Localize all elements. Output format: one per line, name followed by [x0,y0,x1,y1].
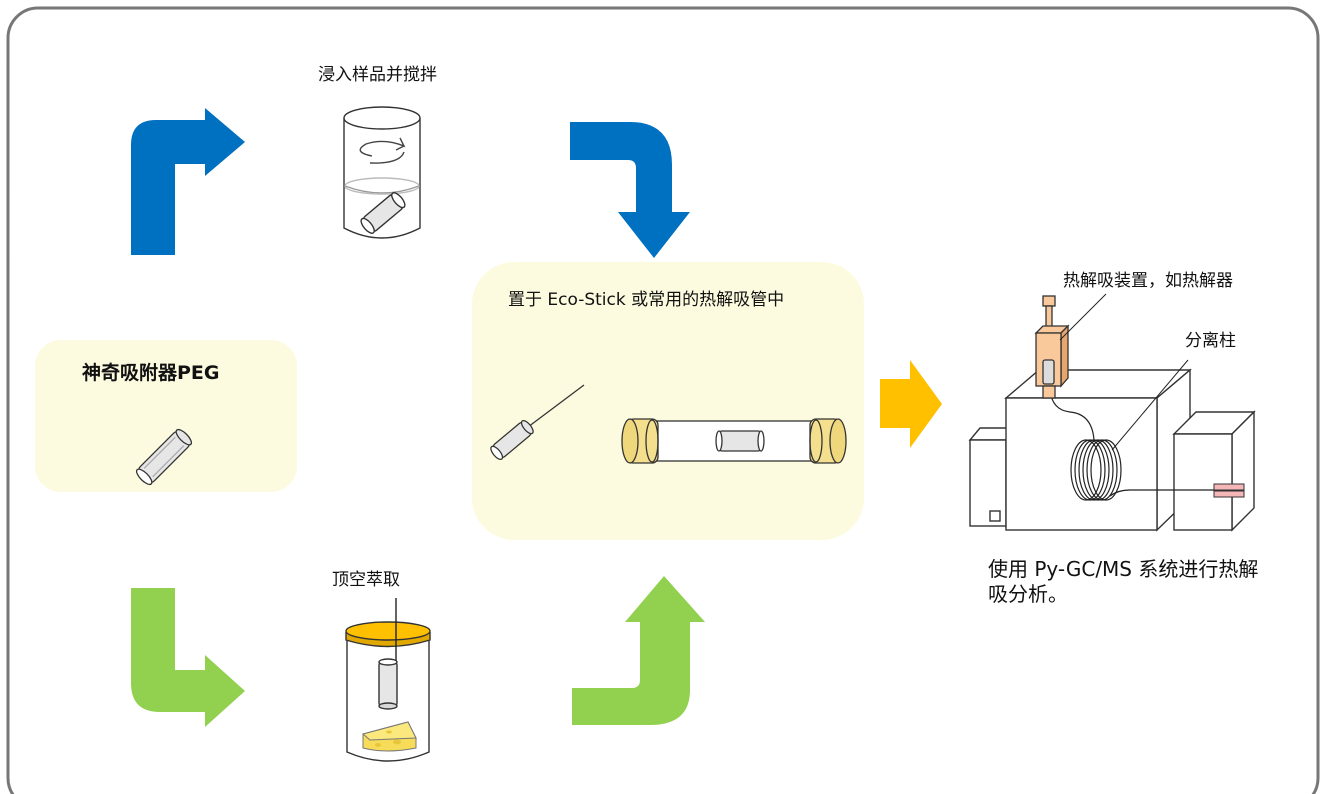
thermal-desorption-tube [621,418,847,464]
blue-arrow-right-down [570,122,690,258]
green-arrow-down-right [131,588,245,727]
adsorbent-panel [35,340,297,492]
beaker-with-stirring [343,106,421,239]
cheese [361,721,417,752]
blue-arrow-up-right [131,108,245,255]
label-headspace: 顶空萃取 [332,570,400,590]
green-arrow-right-up [572,576,705,725]
orange-arrow [880,360,942,448]
adsorbent-tube [135,428,193,486]
label-immerse: 浸入样品并搅拌 [318,65,437,85]
pyrolyzer [1034,295,1070,399]
ms-connector [1213,483,1245,498]
leader-line-pyrolyzer [1059,293,1107,341]
label-column: 分离柱 [1185,331,1236,351]
label-thermal-device: 热解吸装置，如热解器 [1063,271,1233,291]
label-adsorbent: 神奇吸附器PEG [82,362,220,384]
column-coil [1049,389,1214,501]
adsorbent-on-wire [490,384,585,461]
tube-panel [472,262,864,540]
label-place-in-tube: 置于 Eco-Stick 或常用的热解吸管中 [508,290,785,310]
label-analysis: 使用 Py-GC/MS 系统进行热解吸分析。 [988,557,1259,606]
leader-line-column [1111,359,1189,451]
